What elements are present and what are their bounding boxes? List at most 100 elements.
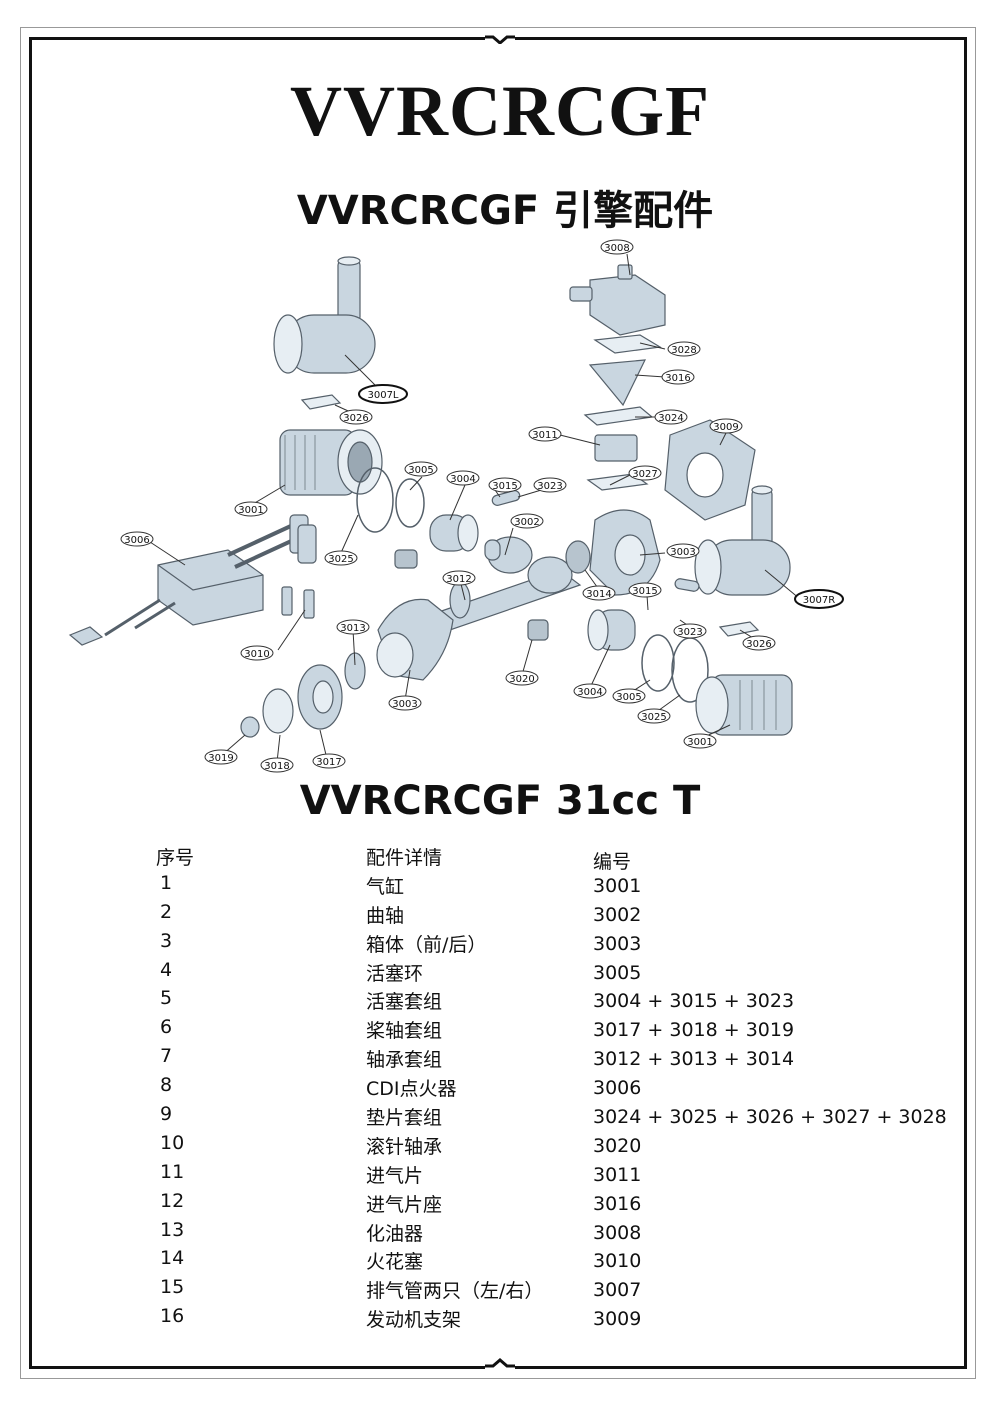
diagram-label: 3016: [661, 369, 695, 385]
diagram-label: 3025: [637, 708, 671, 724]
row-index: 4: [160, 958, 173, 981]
svg-text:3014: 3014: [586, 589, 611, 600]
carburetor-part: [569, 264, 666, 336]
row-index: 12: [160, 1189, 185, 1212]
row-detail: 箱体（前/后）: [366, 933, 487, 956]
table-row: 11 进气片 3011: [150, 1161, 950, 1190]
row-index: 7: [160, 1045, 173, 1068]
exploded-engine-diagram: 3008 3028 3016 3024 3011 3009 3027 3007L…: [68, 239, 844, 773]
diagram-label: 3009: [709, 418, 743, 434]
diagram-label: 3020: [505, 670, 539, 686]
row-code: 3006: [593, 1077, 642, 1100]
diagram-label: 3014: [582, 585, 616, 601]
exhaust-right-part: [694, 485, 791, 596]
row-index: 8: [160, 1074, 173, 1097]
row-code: 3002: [593, 903, 642, 926]
svg-text:3024: 3024: [658, 413, 683, 424]
diagram-label: 3026: [339, 409, 373, 425]
svg-text:3028: 3028: [671, 345, 696, 356]
diagram-label: 3019: [204, 749, 238, 765]
diagram-label: 3003: [388, 695, 422, 711]
row-detail: 进气片座: [366, 1193, 443, 1216]
brand-title: VVRCRCGF: [290, 71, 710, 151]
row-detail: 进气片: [366, 1164, 424, 1187]
svg-text:3023: 3023: [677, 627, 702, 638]
engine-mount-part: [664, 419, 756, 521]
cylinder-right-part: [695, 674, 793, 736]
row-index: 11: [160, 1160, 185, 1183]
svg-text:3026: 3026: [746, 639, 771, 650]
row-code: 3010: [593, 1250, 642, 1273]
piston-left-part: [429, 514, 479, 552]
row-index: 9: [160, 1103, 173, 1126]
row-index: 16: [160, 1305, 185, 1328]
svg-text:3005: 3005: [616, 692, 641, 703]
row-detail: 轴承套组: [366, 1049, 443, 1072]
row-index: 3: [160, 929, 173, 952]
svg-text:3001: 3001: [687, 737, 712, 748]
row-detail: 活塞套组: [366, 991, 443, 1014]
row-code: 3004 + 3015 + 3023: [593, 990, 795, 1013]
svg-text:3015: 3015: [492, 481, 517, 492]
diagram-label: 3007L: [358, 384, 408, 404]
row-detail: 活塞环: [366, 962, 424, 985]
diagram-label: 3005: [612, 688, 646, 704]
diagram-label: 3015: [628, 582, 662, 598]
diagram-label: 3013: [336, 619, 370, 635]
page-subtitle: VVRCRCGF 引擎配件: [296, 188, 714, 234]
row-detail: 滚针轴承: [366, 1135, 443, 1158]
diagram-label: 3011: [528, 426, 562, 442]
row-code: 3016: [593, 1192, 642, 1215]
outer-frame: [20, 27, 976, 1379]
prop-hub-part: [240, 664, 343, 738]
crankcase-rear-part: [589, 509, 661, 596]
table-row: 13 化油器 3008: [150, 1219, 950, 1248]
row-detail: 发动机支架: [366, 1309, 462, 1332]
row-index: 13: [160, 1218, 185, 1241]
svg-text:3023: 3023: [537, 481, 562, 492]
diagram-label: 3017: [312, 753, 346, 769]
diagram-label: 3001: [234, 501, 268, 517]
diagram-label: 3004: [446, 470, 480, 486]
row-code: 3001: [593, 874, 642, 897]
top-notch: [485, 32, 515, 44]
svg-text:3004: 3004: [577, 687, 602, 698]
row-detail: 化油器: [366, 1222, 424, 1245]
diagram-label: 3003: [666, 543, 700, 559]
header-index: 序号: [156, 847, 195, 869]
row-code: 3012 + 3013 + 3014: [593, 1048, 795, 1071]
row-code: 3008: [593, 1221, 642, 1244]
model-title: VVRCRCGF 31cc T: [299, 778, 701, 824]
row-index: 5: [160, 987, 173, 1010]
svg-text:3025: 3025: [641, 712, 666, 723]
svg-text:3007R: 3007R: [803, 595, 835, 606]
svg-text:3017: 3017: [316, 757, 341, 768]
svg-text:3005: 3005: [408, 465, 433, 476]
svg-text:3007L: 3007L: [367, 390, 398, 401]
svg-text:3019: 3019: [208, 753, 233, 764]
row-code: 3011: [593, 1163, 642, 1186]
row-detail: 火花塞: [366, 1251, 424, 1274]
diagram-label: 3002: [510, 513, 544, 529]
table-header-row: 序号 配件详情 编号: [150, 843, 950, 873]
cylinder-left-part: [279, 429, 383, 496]
diagram-label: 3008: [600, 239, 634, 255]
diagram-label: 3026: [742, 635, 776, 651]
diagram-label: 3006: [120, 531, 154, 547]
svg-text:3013: 3013: [340, 623, 365, 634]
row-code: 3020: [593, 1134, 642, 1157]
diagram-label: 3001: [683, 733, 717, 749]
table-row: 5 活塞套组 3004 + 3015 + 3023: [150, 987, 950, 1016]
svg-text:3025: 3025: [328, 554, 353, 565]
svg-text:3011: 3011: [532, 430, 557, 441]
